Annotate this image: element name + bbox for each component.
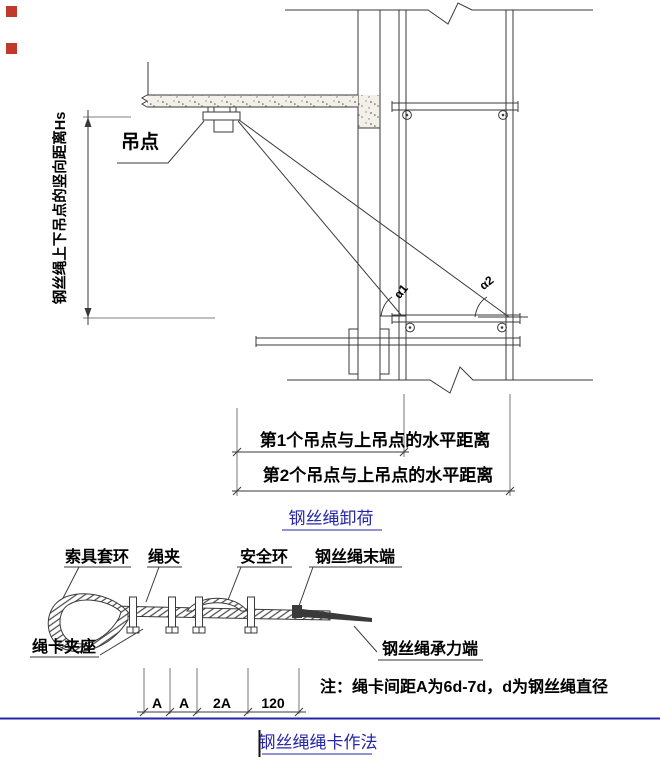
dim1-label: 第1个吊点与上吊点的水平距离 [260, 430, 490, 450]
figure2-caption-link[interactable]: 钢丝绳绳卡作法 [259, 733, 378, 752]
angle2-label: α2 [477, 273, 497, 293]
clamp-seat-label: 绳卡夹座 [32, 637, 96, 656]
dim-tick [232, 447, 242, 457]
angle-arc [380, 296, 393, 317]
leader-line [227, 566, 242, 601]
dim-arrow [84, 117, 92, 127]
vertical-dim-label: 钢丝绳上下吊点的竖向距离Hs [51, 112, 69, 305]
coupler-bolt [405, 322, 415, 333]
coupler-bolt [405, 113, 409, 117]
slab-concrete-fill [147, 95, 358, 107]
angle-arc [474, 296, 488, 318]
clamp-dimension-chain: A A 2A 120 [137, 668, 306, 717]
dim-tick [294, 707, 304, 717]
dim-tick [243, 707, 253, 717]
thimble-callout: 索具套环 [59, 547, 131, 605]
coupler-bolt [500, 326, 504, 329]
dim2-label: 第2个吊点与上吊点的水平距离 [263, 465, 493, 485]
caption-link-unload[interactable]: 钢丝绳卸荷 [282, 509, 382, 531]
load-end-label: 钢丝绳承力端 [382, 639, 478, 658]
horizontal-dimension-2: 第2个吊点与上吊点的水平距离 [232, 394, 515, 496]
ledger-top [391, 102, 519, 111]
horizontal-dimension-1: 第1个吊点与上吊点的水平距离 [232, 394, 490, 496]
leader-line [145, 566, 160, 603]
dim-label-a1: A [152, 695, 162, 711]
angle-annotation-2: α2 [474, 273, 528, 318]
wire-rope-2 [238, 119, 510, 318]
dim-tick [192, 707, 202, 717]
rope-clamp [126, 596, 140, 634]
dim-tick [139, 707, 149, 717]
coupler-bolt [498, 110, 508, 120]
top-break-line [285, 2, 593, 25]
vertical-dimension-hs: 钢丝绳上下吊点的竖向距离Hs [51, 110, 215, 325]
coupler-bolt [497, 322, 507, 333]
leader-line [99, 628, 144, 656]
wire-rope-1 [237, 120, 403, 317]
rope-clamp [244, 596, 258, 634]
figure-rope-unloading: α1 α2 钢丝绳上下吊点的竖向距离Hs 吊点 [51, 2, 593, 531]
dim-tick [232, 486, 242, 496]
rope-tail-callout: 钢丝绳末端 [298, 547, 402, 607]
safety-ring-callout: 安全环 [227, 547, 292, 601]
thimble-label: 索具套环 [65, 547, 129, 566]
red-marker-icon [6, 6, 17, 17]
clamp-seat-callout: 绳卡夹座 [30, 628, 144, 658]
rope-assembly [47, 593, 378, 653]
leader-line [117, 120, 205, 164]
anchor-plate [202, 111, 241, 121]
anchor-block [213, 119, 234, 133]
clamp-callout: 绳夹 [145, 547, 182, 603]
hoist-point-label: 吊点 [121, 131, 159, 153]
leader-line [298, 566, 314, 607]
hoist-point-callout: 吊点 [117, 120, 205, 164]
load-end-rope [302, 609, 372, 622]
ledger-lower [255, 337, 521, 346]
angle1-label: α1 [391, 281, 411, 301]
figure-rope-clamp: 索具套环 绳夹 安全环 钢丝绳末端 [30, 547, 608, 717]
dim-label-a2: A [179, 695, 189, 711]
clamp-spacing-note: 注：绳卡间距A为6d-7d，d为钢丝绳直径 [320, 677, 608, 696]
dim-label-2a: 2A [213, 695, 231, 711]
rope-end-binding [292, 605, 302, 618]
dim-label-120: 120 [261, 695, 285, 711]
dim-tick [505, 486, 515, 496]
leader-line [353, 625, 378, 653]
dim-tick [399, 447, 409, 457]
rope-clamp [192, 596, 206, 634]
wall-clamp-plate [348, 328, 359, 375]
rope-clamp [165, 596, 179, 634]
safety-ring-label: 安全环 [240, 547, 288, 566]
dim-tick [165, 707, 175, 717]
dim-arrow [84, 308, 92, 318]
ledger-middle [391, 314, 521, 323]
clamp-label: 绳夹 [148, 547, 180, 566]
coupler-bolt [402, 110, 412, 120]
caption-link-clamp[interactable]: 钢丝绳绳卡作法 [259, 733, 378, 755]
load-end-callout: 钢丝绳承力端 [378, 639, 483, 661]
coupler-bolt [501, 113, 505, 117]
wall-concrete-fill [358, 95, 380, 128]
slab-break-mark [141, 94, 148, 108]
coupler-bolt [408, 326, 412, 329]
wall-clamp-plate [379, 328, 390, 375]
bottom-break-line [287, 366, 593, 394]
figure1-caption-link[interactable]: 钢丝绳卸荷 [289, 509, 374, 528]
thimble-inner [59, 599, 122, 645]
rope-tail-label: 钢丝绳末端 [315, 547, 395, 566]
hoist-anchor [202, 106, 241, 133]
text-cursor [258, 730, 261, 757]
red-marker-icon [6, 43, 17, 54]
